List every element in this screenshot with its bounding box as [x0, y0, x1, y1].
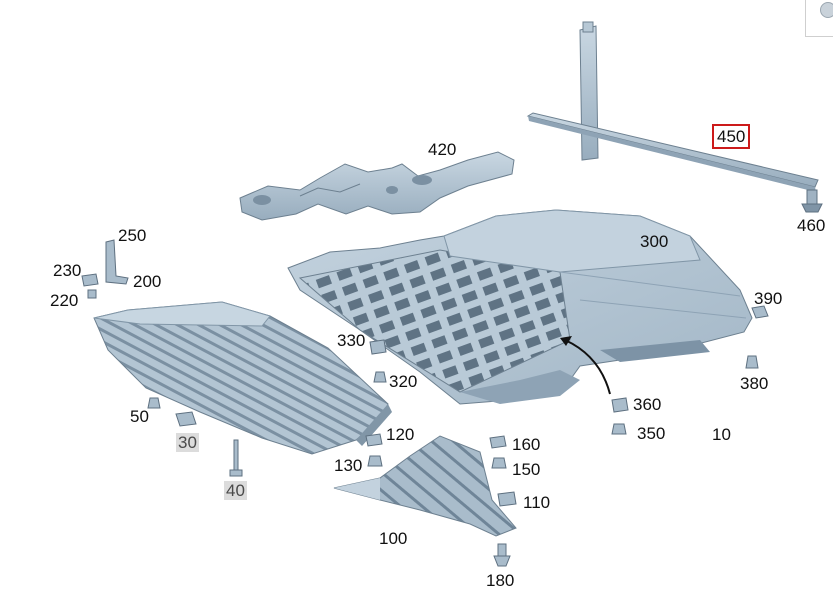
callout-110[interactable]: 110: [523, 493, 551, 512]
callout-350[interactable]: 350: [637, 424, 666, 443]
callout-30[interactable]: 30: [176, 433, 199, 452]
callout-150[interactable]: 150: [512, 460, 541, 479]
pointer-arrow: [564, 339, 611, 395]
arrowhead-icon: [560, 336, 572, 346]
callout-200[interactable]: 200: [133, 272, 162, 291]
callout-320[interactable]: 320: [389, 372, 418, 391]
corner-thumbnail[interactable]: [805, 0, 833, 37]
callout-230[interactable]: 230: [53, 261, 82, 280]
bolt-460-part: [801, 189, 823, 213]
callout-100[interactable]: 100: [379, 529, 408, 548]
callout-130[interactable]: 130: [334, 456, 363, 475]
callout-120[interactable]: 120: [386, 425, 415, 444]
callout-460[interactable]: 460: [797, 216, 826, 235]
fasteners: [81, 239, 769, 567]
strut-450-part: [526, 21, 819, 192]
front-cover-part: [93, 301, 392, 455]
underbody-panel-300-part: [287, 209, 753, 405]
callout-390[interactable]: 390: [754, 289, 783, 308]
bracket-420-part: [239, 151, 515, 221]
callout-50[interactable]: 50: [130, 407, 149, 426]
callout-220[interactable]: 220: [50, 291, 79, 310]
callout-10[interactable]: 10: [712, 425, 731, 444]
callout-330[interactable]: 330: [337, 331, 366, 350]
rear-cover-part: [333, 435, 517, 537]
magnifier-thumbnail-icon: [820, 2, 833, 18]
callout-420[interactable]: 420: [428, 140, 457, 159]
callout-40[interactable]: 40: [224, 481, 247, 500]
callout-180[interactable]: 180: [486, 571, 515, 590]
callout-160[interactable]: 160: [512, 435, 541, 454]
callout-250[interactable]: 250: [118, 226, 147, 245]
callout-360[interactable]: 360: [633, 395, 662, 414]
callout-380[interactable]: 380: [740, 374, 769, 393]
callout-450[interactable]: 450: [712, 124, 751, 149]
callout-300[interactable]: 300: [640, 232, 669, 251]
